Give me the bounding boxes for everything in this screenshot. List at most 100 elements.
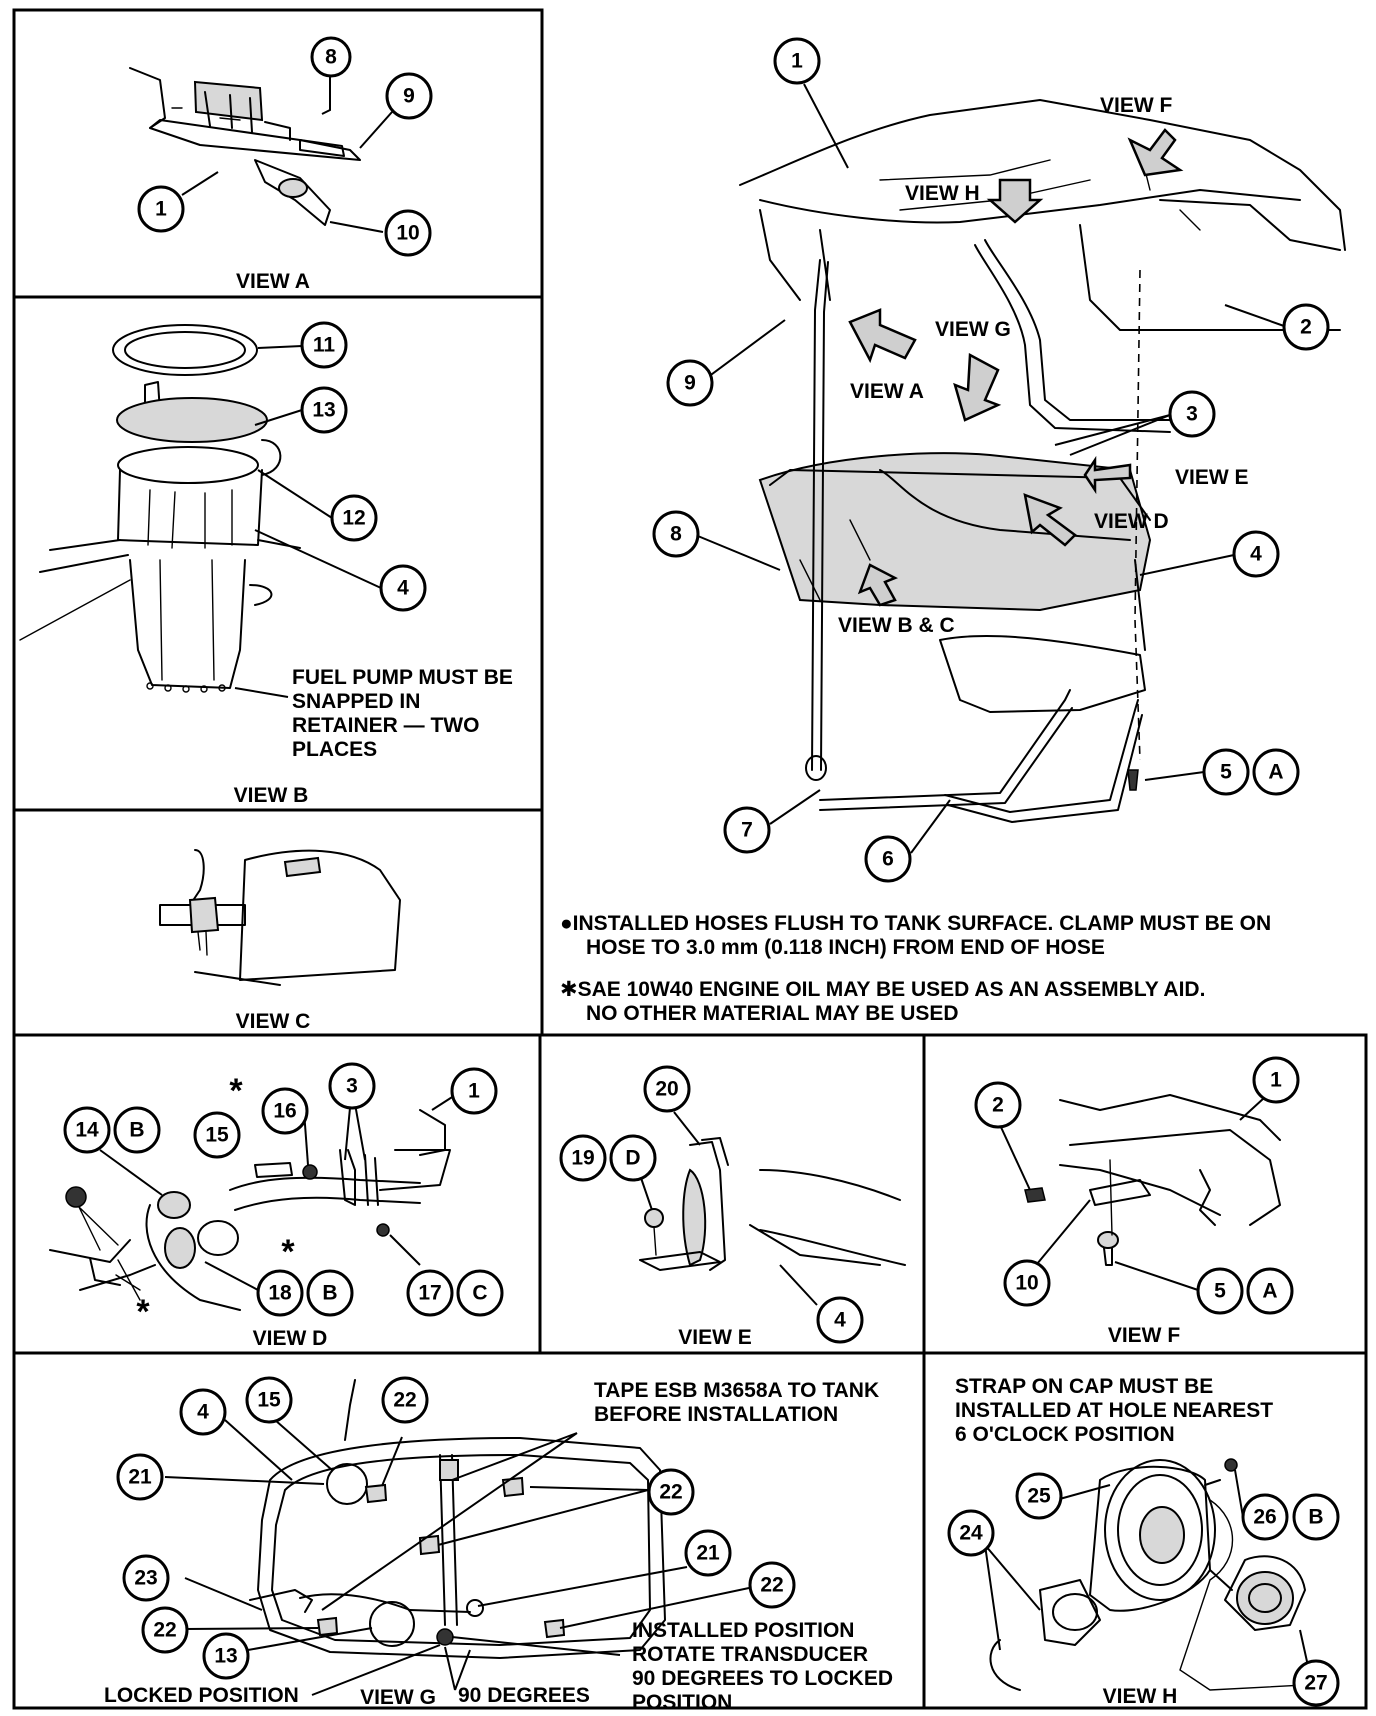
panel-view-h	[922, 1351, 1368, 1710]
view-h-illustration	[989, 1458, 1311, 1691]
svg-text:27: 27	[1304, 1672, 1327, 1695]
callout-4: 4	[1232, 530, 1280, 578]
callout-7: 7	[723, 806, 771, 854]
main-label-view-bc: VIEW B & C	[838, 614, 955, 637]
svg-text:3: 3	[346, 1075, 358, 1098]
callout-11: 11	[300, 321, 348, 369]
ninety-degrees-label: 90 DEGREES	[458, 1684, 590, 1707]
callout-3: 3	[1168, 390, 1216, 438]
callout-15: 15	[193, 1111, 241, 1159]
svg-text:25: 25	[1027, 1485, 1051, 1508]
callout-4: 4	[816, 1296, 864, 1344]
view-g-illustration	[249, 1379, 666, 1659]
panel-view-a	[12, 8, 544, 299]
callout-6: 6	[864, 835, 912, 883]
callout-26: 26	[1241, 1493, 1289, 1541]
view-b-note-line1: FUEL PUMP MUST BE	[292, 666, 513, 689]
callout-2: 2	[974, 1081, 1022, 1129]
callout-1: 1	[773, 37, 821, 85]
svg-text:11: 11	[313, 334, 336, 357]
callout-1: 1	[137, 185, 185, 233]
svg-text:23: 23	[134, 1567, 157, 1590]
view-c-callouts: VIEW C	[236, 1010, 311, 1033]
callout-8: 8	[310, 36, 352, 78]
view-g-title: VIEW G	[360, 1686, 436, 1709]
callout-9: 9	[666, 359, 714, 407]
view-f-callouts: 1 2 10 5 A VIEW F	[974, 1056, 1300, 1347]
svg-text:10: 10	[1015, 1272, 1038, 1295]
svg-text:15: 15	[257, 1389, 281, 1412]
arrow-view-a	[848, 308, 917, 364]
installed-note-line1: INSTALLED POSITION	[632, 1619, 854, 1642]
view-c-illustration	[159, 849, 401, 986]
strap-note-line3: 6 O'CLOCK POSITION	[955, 1423, 1175, 1446]
panel-view-e	[538, 1033, 926, 1355]
svg-text:5: 5	[1220, 761, 1232, 784]
callout-1: 1	[1252, 1056, 1300, 1104]
svg-text:22: 22	[659, 1481, 682, 1504]
arrow-view-f	[1127, 128, 1184, 177]
callout-12: 12	[330, 494, 378, 542]
view-b-note-line4: PLACES	[292, 738, 377, 761]
svg-text:15: 15	[205, 1124, 229, 1147]
callout-10: 10	[384, 209, 432, 257]
svg-text:1: 1	[1270, 1069, 1282, 1092]
tape-note-line2: BEFORE INSTALLATION	[594, 1403, 838, 1426]
asterisk-15: *	[229, 1072, 243, 1110]
callout-letter-a: A	[1246, 1267, 1294, 1315]
view-g-callouts: 4 15 22 21 22 21 22 23 22 13 TAPE ESB M3…	[104, 1376, 893, 1714]
callout-2: 2	[1282, 303, 1330, 351]
svg-text:10: 10	[396, 222, 419, 245]
strap-note-line2: INSTALLED AT HOLE NEAREST	[955, 1399, 1273, 1422]
svg-text:5: 5	[1214, 1280, 1226, 1303]
installed-note-line3: 90 DEGREES TO LOCKED	[632, 1667, 893, 1690]
callout-27: 27	[1292, 1659, 1340, 1707]
main-label-view-e: VIEW E	[1175, 466, 1249, 489]
svg-text:16: 16	[273, 1100, 296, 1123]
arrow-view-g	[953, 352, 1002, 422]
svg-text:17: 17	[418, 1282, 441, 1305]
callout-4: 4	[379, 564, 427, 612]
callout-22: 22	[381, 1376, 429, 1424]
callout-letter-b: B	[1292, 1493, 1340, 1541]
view-b-illustration	[19, 324, 301, 693]
arrow-view-e	[1083, 455, 1132, 495]
svg-text:1: 1	[155, 198, 167, 221]
hoses-note-line1: ●INSTALLED HOSES FLUSH TO TANK SURFACE. …	[560, 912, 1271, 935]
callout-24: 24	[947, 1509, 995, 1557]
svg-text:B: B	[1308, 1506, 1323, 1529]
svg-text:13: 13	[214, 1645, 237, 1668]
view-b-note-line3: RETAINER — TWO	[292, 714, 479, 737]
callout-5: 5	[1196, 1267, 1244, 1315]
arrow-view-bc	[857, 563, 898, 607]
view-b-note-line2: SNAPPED IN	[292, 690, 420, 713]
main-view-callouts: 1 2 9 3 8 4 5 A 7 6	[652, 37, 1330, 883]
installed-note-line2: ROTATE TRANSDUCER	[632, 1643, 868, 1666]
callout-25: 25	[1015, 1472, 1063, 1520]
oil-note-line1: ✱SAE 10W40 ENGINE OIL MAY BE USED AS AN …	[560, 978, 1205, 1001]
asterisk-hose: *	[281, 1233, 295, 1271]
callout-15: 15	[245, 1376, 293, 1424]
svg-text:26: 26	[1253, 1506, 1276, 1529]
svg-text:4: 4	[1250, 543, 1262, 566]
main-label-view-g: VIEW G	[935, 318, 1011, 341]
main-label-view-f: VIEW F	[1100, 94, 1173, 117]
panel-frames	[12, 8, 1368, 1710]
callout-8: 8	[652, 510, 700, 558]
svg-text:21: 21	[696, 1542, 720, 1565]
svg-text:22: 22	[760, 1574, 783, 1597]
callout-9: 9	[385, 72, 433, 120]
svg-text:8: 8	[325, 46, 337, 69]
svg-text:22: 22	[153, 1619, 176, 1642]
svg-text:13: 13	[312, 399, 335, 422]
callout-22: 22	[748, 1561, 796, 1609]
svg-text:B: B	[129, 1119, 144, 1142]
callout-16: 16	[261, 1087, 309, 1135]
view-h-title: VIEW H	[1103, 1685, 1178, 1708]
svg-text:20: 20	[655, 1078, 678, 1101]
svg-text:18: 18	[268, 1282, 292, 1305]
callout-1: 1	[450, 1067, 498, 1115]
callout-5: 5	[1202, 748, 1250, 796]
svg-text:C: C	[472, 1282, 487, 1305]
svg-text:24: 24	[959, 1522, 983, 1545]
